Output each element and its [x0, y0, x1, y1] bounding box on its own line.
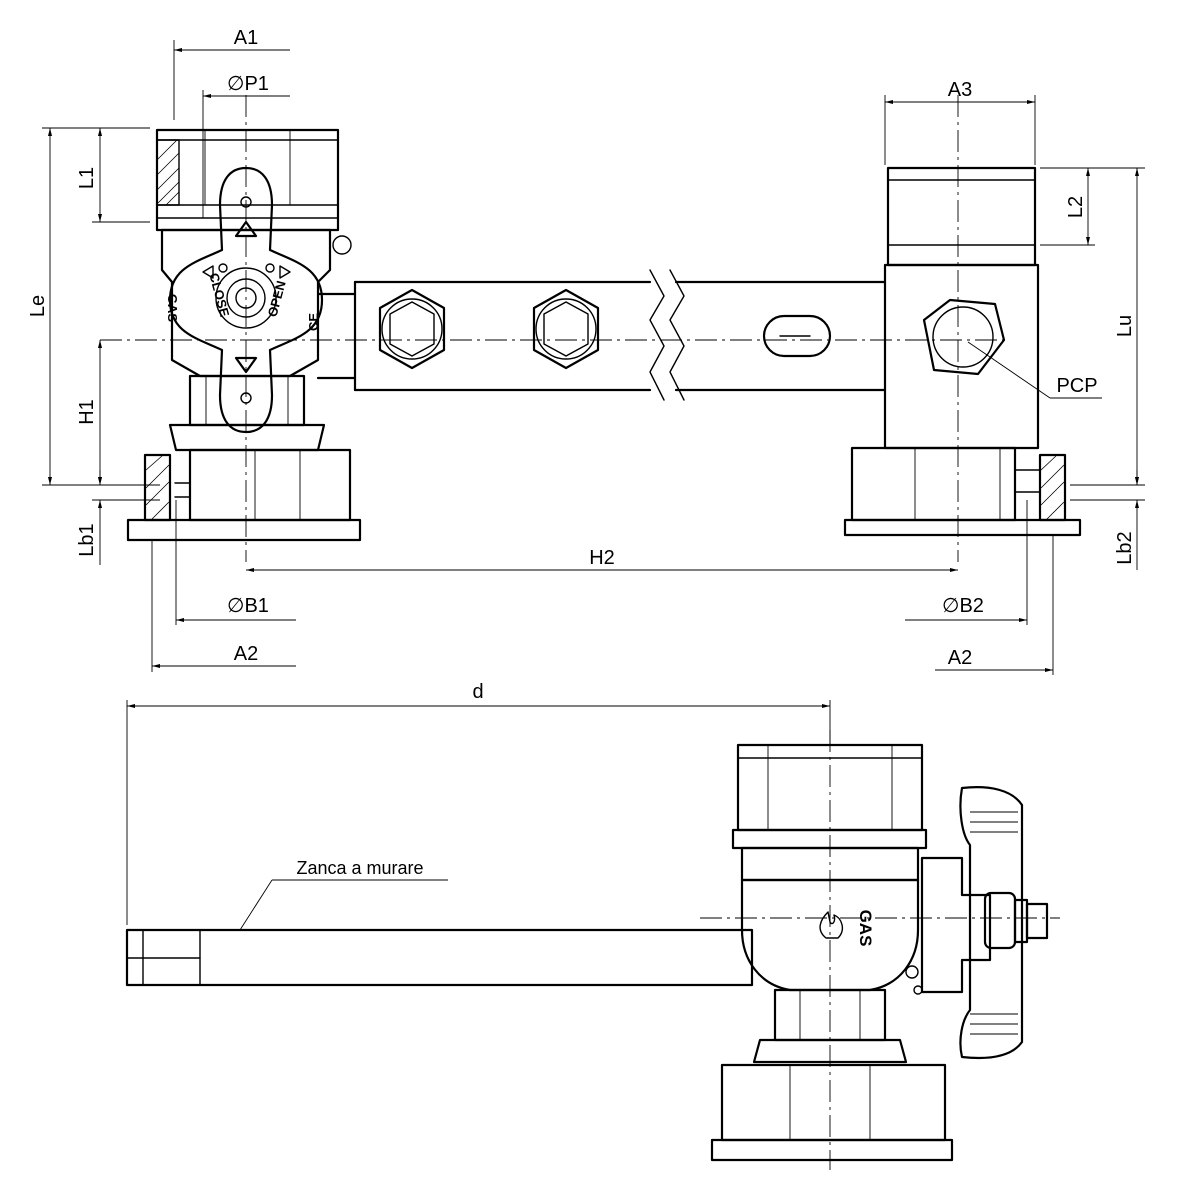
label-p1: ∅P1 [227, 73, 269, 95]
label-d: d [472, 681, 483, 703]
label-b1: ∅B1 [227, 595, 269, 617]
label-a1: A1 [234, 27, 258, 49]
label-lu: Lu [1114, 315, 1136, 337]
dimension-b2: ∅B2 [905, 500, 1028, 625]
dimension-h1: H1 [76, 340, 103, 485]
dimension-a1: A1 [173, 27, 290, 120]
gas-label-side: GAS [856, 910, 875, 947]
callout-zanca: Zanca a murare [239, 858, 448, 931]
dimension-l1: L1 [76, 127, 150, 223]
dimension-le: Le [27, 127, 160, 486]
dimension-lb1: Lb1 [76, 470, 160, 565]
dimension-lu: Lu [1070, 168, 1145, 486]
dimension-d: d [126, 681, 831, 925]
front-view: CLOSE OPEN GAS CE [27, 27, 1145, 675]
label-zanca: Zanca a murare [296, 858, 423, 878]
outlet-fitting [843, 166, 1082, 537]
label-a2-right: A2 [948, 647, 972, 669]
label-a3: A3 [948, 79, 972, 101]
label-l1: L1 [76, 167, 98, 189]
dimension-h2: H2 [246, 547, 958, 573]
dimension-lb2: Lb2 [1070, 470, 1145, 570]
close-marking: CLOSE [206, 271, 232, 318]
triangle-right-icon [279, 265, 291, 279]
valve-lever: CLOSE OPEN GAS CE [165, 166, 324, 434]
gas-flame-icon [819, 911, 844, 939]
ce-marking: CE [306, 313, 321, 331]
label-lb1: Lb1 [76, 523, 98, 556]
dimension-p1: ∅P1 [202, 73, 290, 218]
hex-nut [378, 288, 446, 370]
gas-marking: GAS [165, 294, 180, 323]
label-h1: H1 [76, 399, 98, 425]
pcp-plug [922, 298, 1006, 376]
dimension-a2-left: A2 [151, 540, 296, 672]
dimension-a2-right: A2 [935, 535, 1054, 675]
open-marking: OPEN [265, 279, 289, 318]
label-pcp: PCP [1056, 375, 1097, 397]
callout-pcp: PCP [967, 341, 1102, 399]
label-lb2: Lb2 [1114, 531, 1136, 564]
dimension-a3: A3 [884, 79, 1036, 165]
section-hatch [156, 139, 180, 206]
inlet-valve [126, 128, 362, 542]
dimension-l2: L2 [1040, 167, 1145, 246]
mounting-bar [316, 269, 887, 401]
mounting-slot [762, 314, 832, 358]
valve-side: GAS [710, 743, 1049, 1162]
label-l2: L2 [1065, 196, 1087, 218]
dimension-b1: ∅B1 [175, 500, 296, 625]
label-b2: ∅B2 [942, 595, 984, 617]
hex-nut [532, 288, 600, 370]
triangle-left-icon [202, 265, 214, 279]
label-le: Le [27, 295, 49, 317]
label-a2-left: A2 [234, 643, 258, 665]
wall-bracket [125, 928, 754, 987]
label-h2: H2 [589, 547, 615, 569]
side-view: d Zanca a murare [125, 681, 1060, 1170]
